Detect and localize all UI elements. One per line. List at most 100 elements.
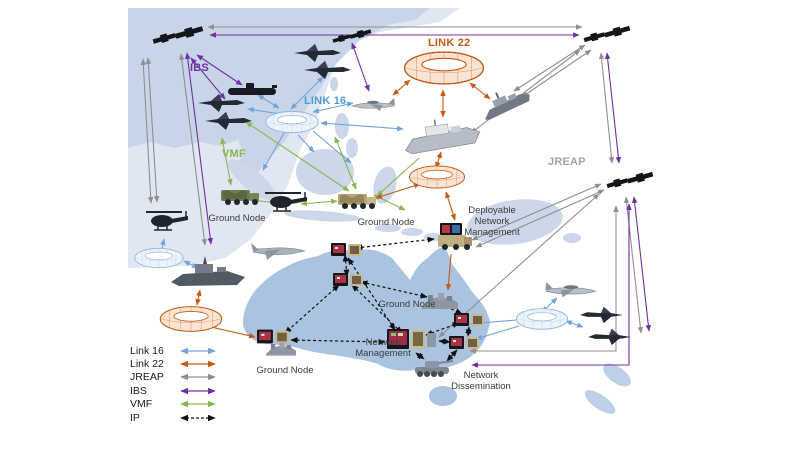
- jreap-link-line: [140, 58, 154, 204]
- amphibious-ship-icon: [400, 114, 486, 158]
- vmf-link-line: [245, 121, 350, 192]
- legend-item: IP: [130, 411, 219, 424]
- fighter-jet-icon: [302, 59, 354, 81]
- ground-node-label: Ground Node: [378, 299, 436, 310]
- satellite-icon: [606, 166, 654, 194]
- legend-item-label: IP: [130, 411, 140, 424]
- legend-item-label: JREAP: [130, 371, 164, 384]
- ground-node-label: Ground Node: [208, 213, 266, 224]
- link16-arrow-icon: [180, 347, 216, 354]
- network-node-icon: [257, 327, 291, 347]
- link22-link-line: [435, 151, 442, 169]
- legend-item: Link 16: [130, 344, 219, 357]
- ibs-network-label: IBS: [190, 62, 209, 74]
- network-dissemination-label: Network Dissemination: [451, 370, 511, 393]
- ibs-arrow-icon: [180, 387, 216, 395]
- link16-link-line: [312, 101, 354, 114]
- legend-item-label: IBS: [130, 384, 147, 397]
- deployable-node-truck-icon: [436, 221, 474, 251]
- link22-link-line: [375, 183, 421, 199]
- link16-link-line: [290, 76, 324, 110]
- fighter-jet-icon: [576, 305, 626, 325]
- legend-item: IBS: [130, 384, 219, 397]
- new-zealand-landmass: [584, 363, 631, 414]
- submarine-icon: [226, 80, 280, 98]
- link22-link-line: [392, 79, 411, 96]
- jreap-network-label: JREAP: [548, 156, 586, 168]
- jreap-link-line: [623, 196, 644, 334]
- link16-ring-icon: [132, 247, 186, 269]
- vmf-arrow-icon: [180, 401, 216, 408]
- vmf-network-label: VMF: [222, 148, 246, 160]
- link16-network-label: LINK 16: [304, 95, 347, 107]
- legend: Link 16 Link 22 JREAP IBS VMF IP: [130, 344, 219, 424]
- link16-ring-icon: [515, 307, 569, 331]
- satellite-icon: [332, 24, 372, 48]
- link22-link-line: [195, 289, 202, 306]
- ip-link-line: [415, 352, 425, 360]
- link22-ring-icon: [408, 164, 466, 190]
- vmf-link-line: [300, 198, 338, 207]
- link16-link-line: [320, 120, 404, 132]
- ip-link-line: [355, 236, 435, 251]
- vmf-link-line: [334, 136, 357, 190]
- ip-link-line: [465, 326, 472, 337]
- tan-truck-icon: [337, 189, 379, 211]
- link16-ring-icon: [264, 110, 320, 134]
- awacs-icon: [350, 94, 396, 114]
- armored-vehicle-icon: [410, 355, 458, 379]
- ibs-link-line: [471, 203, 632, 368]
- link22-ring-icon: [155, 305, 227, 333]
- fighter-jet-icon: [196, 92, 248, 114]
- ground-node-label: Ground Node: [357, 217, 415, 228]
- link22-network-label: LINK 22: [428, 37, 471, 49]
- fighter-jet-icon: [584, 327, 634, 347]
- helicopter-icon: [261, 186, 311, 216]
- link22-ring-icon: [398, 50, 490, 86]
- legend-item-label: VMF: [130, 398, 153, 411]
- ip-link-line: [347, 257, 396, 331]
- link22-link-line: [445, 191, 456, 221]
- link16-link-line: [262, 132, 285, 171]
- ground-facility-icon: [260, 339, 302, 359]
- vmf-link-line: [220, 137, 233, 186]
- link22-arrow-icon: [180, 360, 216, 368]
- network-node-large-icon: [387, 327, 437, 353]
- fighter-jet-icon: [292, 42, 344, 64]
- airliner-icon: [246, 237, 310, 265]
- camo-truck-icon: [220, 185, 262, 207]
- jreap-link-line: [598, 52, 615, 164]
- ip-arrow-icon: [180, 414, 216, 421]
- ibs-link-line: [631, 196, 652, 332]
- ip-link-line: [284, 284, 340, 334]
- destroyer-icon: [166, 254, 254, 294]
- link22-link-line: [445, 253, 452, 291]
- satellite-icon: [152, 20, 204, 50]
- satellite-icon: [583, 20, 631, 48]
- deployable-network-management-label: Deployable Network Management: [464, 205, 520, 239]
- link16-link-line: [297, 134, 315, 153]
- legend-item-label: Link 16: [130, 344, 164, 357]
- network-management-label: Network Management: [355, 337, 411, 360]
- ip-link-line: [342, 254, 350, 277]
- ibs-link-line: [604, 52, 622, 164]
- ip-link-line: [446, 349, 458, 362]
- ip-link-line: [438, 338, 451, 345]
- ibs-link-line: [351, 42, 370, 92]
- legend-item: VMF: [130, 398, 219, 411]
- frigate-icon: [474, 82, 536, 124]
- ground-facility-icon: [418, 289, 462, 313]
- legend-item: Link 22: [130, 357, 219, 370]
- awacs-icon: [544, 277, 598, 301]
- ip-link-line: [290, 337, 386, 345]
- ibs-link-line: [185, 52, 213, 245]
- link16-link-line: [312, 130, 352, 164]
- legend-item: JREAP: [130, 371, 219, 384]
- network-node-icon: [333, 271, 365, 289]
- jreap-arrow-icon: [180, 374, 216, 381]
- network-node-icon: [454, 311, 486, 329]
- fighter-jet-icon: [203, 110, 255, 132]
- helicopter-icon: [142, 205, 192, 235]
